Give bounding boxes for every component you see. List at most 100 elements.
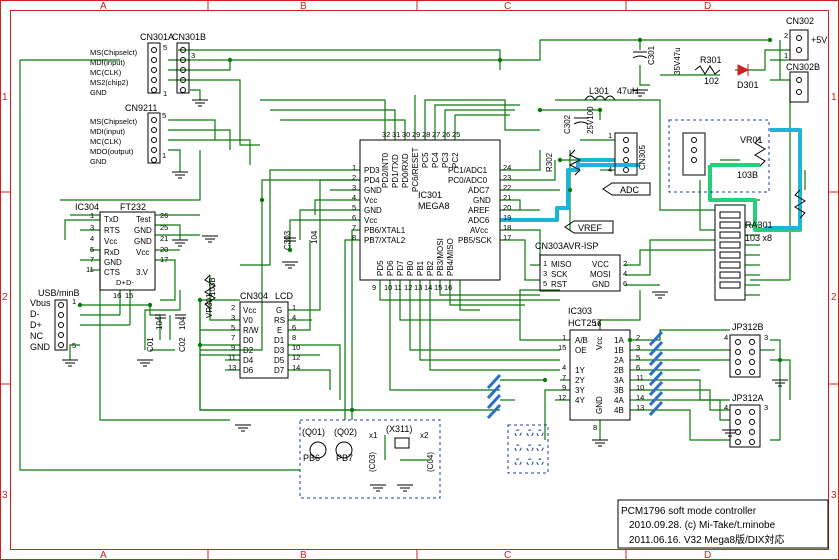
ic301-pin-pc0: PC0/ADC0: [448, 176, 488, 185]
trimmer-vr301: VR301 103B: [204, 274, 217, 318]
usb-pin-dplus: D+: [30, 320, 42, 330]
ic301-bottom-pins: PD5 PD6 PD7 PB0 PB1 PB2 PB3/MOSI PB4/MIS…: [372, 238, 455, 292]
ic301-num-19: 19: [503, 213, 511, 222]
lcd-num-10: 10: [292, 343, 300, 352]
cn9211-signal-mdo: MDO(output): [90, 147, 134, 156]
ic304-num-7: 7: [90, 255, 94, 264]
ic301-pin-pd0: PD0/RXD: [401, 153, 410, 188]
ic304-pin-cts: CTS: [104, 268, 120, 277]
ic301-left-pins: PD3 PD4 GND Vcc GND Vcc PB6/XTAL1 PB7/XT…: [352, 163, 406, 245]
ic304-pin-txd: TxD: [104, 215, 119, 224]
usb-pin-vbus: Vbus: [30, 298, 51, 308]
title-line-1: PCM1796 soft mode controller: [621, 506, 757, 517]
capacitor-c01: C01 104: [146, 314, 166, 352]
lcd-pin-d5: D5: [274, 356, 285, 365]
ic301-num-15: 15: [434, 283, 442, 292]
ic303-pin-1y: 1Y: [575, 366, 585, 375]
lcd-num-9: 9: [231, 343, 235, 352]
ground-symbols: [62, 89, 788, 492]
c03-ref: (C03): [368, 452, 377, 472]
ic301-num-22: 22: [503, 183, 511, 192]
l301-ref: L301: [589, 86, 609, 96]
ic304-pin-rxd: RxD: [104, 248, 120, 257]
cn302b-connector: CN302B: [786, 62, 820, 103]
isp-pin-gnd: GND: [592, 280, 610, 289]
ic301-pin-xtal1: PB6/XTAL1: [364, 226, 406, 235]
isp-pin-mosi: MOSI: [590, 270, 610, 279]
ic301-num-21: 21: [503, 193, 511, 202]
usb-pin-nc: NC: [30, 331, 43, 341]
resistor-r302: R302: [545, 149, 582, 176]
ic301-pin-pd7: PD7: [396, 260, 405, 276]
ic301-pin-pd6: PD6: [386, 260, 395, 276]
cn301b-ref: CN301B: [172, 32, 206, 42]
ic303-num-4: 4: [562, 363, 566, 372]
usb-pin5: 5: [72, 341, 76, 350]
lcd-num-8: 8: [292, 333, 296, 342]
row-label-2: 2: [2, 292, 8, 303]
vr01-value: 103B: [737, 170, 758, 180]
ic301-pin-adc6: ADC6: [468, 216, 490, 225]
lcd-pin-vcc: Vcc: [243, 306, 256, 315]
ic301-pin-pd2: PD2/INT0: [381, 152, 390, 188]
ic301-pin-gnd3: GND: [364, 186, 382, 195]
ic303-pin-1a: 1A: [614, 336, 624, 345]
usb-ref: USB/minB: [38, 288, 80, 298]
c303-ref: C303: [283, 230, 292, 250]
cn302-ref: CN302: [786, 16, 814, 26]
jp312a-pin3: 3: [764, 403, 768, 412]
pb6-label: PB6: [303, 453, 320, 463]
ic303-pin-3y: 3Y: [575, 386, 585, 395]
ic301-mega8: IC301 MEGA8 PD3 PD4 GND Vcc GND Vcc PB6/…: [352, 130, 511, 292]
ic301-pin-pb3: PB3/MOSI: [436, 238, 445, 276]
cn301-signal-ms2: MS2(chip2): [90, 78, 129, 87]
l301-value: 47uH: [617, 86, 639, 96]
ic304-num-26: 26: [160, 211, 168, 220]
crystal-option-block: (Q01) (Q02) (X311) x1 x2 PB6 PB7 (C03) (…: [299, 419, 441, 499]
ic301-num-5: 5: [352, 203, 356, 212]
lcd-pin-d7: D7: [274, 366, 285, 375]
ic301-num-29: 29: [412, 130, 420, 139]
isp-num-4: 4: [623, 269, 627, 278]
cn305-highlight-net: [576, 160, 640, 167]
lcd-num-6: 6: [292, 323, 296, 332]
ic301-pin-pb5: PB5/SCK: [458, 236, 492, 245]
column-label-b: B: [300, 1, 307, 12]
lcd-pin-d2: D2: [243, 346, 254, 355]
ra301-highlight-net: [765, 128, 802, 230]
c01-value: 104: [155, 316, 164, 330]
cn305-pin4: 4: [608, 165, 612, 174]
ic303-num-12: 12: [558, 393, 566, 402]
ic301-pin-pd5: PD5: [376, 260, 385, 276]
ic301-num-25: 25: [452, 130, 460, 139]
cn301b-pin3: 3: [191, 51, 195, 60]
title-block: PCM1796 soft mode controller 2010.09.28.…: [617, 499, 829, 549]
ic301-num-31: 31: [392, 130, 400, 139]
d301-ref: D301: [737, 80, 759, 90]
lcd-num-14: 14: [292, 363, 300, 372]
ic303-num-16: 16: [593, 319, 601, 328]
junction-dots: [77, 37, 783, 413]
dashed-pad-grid: [507, 424, 549, 474]
ic301-num-9: 9: [372, 283, 376, 292]
ic301-num-12: 12: [404, 283, 412, 292]
ic301-pin-pb1: PB1: [416, 260, 425, 276]
cn301-signal-list: MS(Chipselct) MDI(input) MC(CLK) MS2(chi…: [90, 48, 138, 97]
ic304-pin-3v: 3.V: [136, 268, 149, 277]
jp312a-ref: JP312A: [732, 393, 764, 403]
c01-ref: C01: [146, 337, 155, 352]
usb-pin-dminus: D-: [30, 309, 40, 319]
inductor-l301: L301 47uH: [584, 86, 639, 101]
led-d301: D301: [737, 64, 759, 90]
cn302-connector: CN302 +5V 2 1: [784, 16, 827, 61]
vr301-ref: VR301: [205, 293, 214, 318]
c303-value: 104: [310, 230, 319, 244]
ic304-part: FT232: [120, 202, 146, 212]
ic304-pin-gnd: GND: [104, 258, 122, 267]
ic303-part: HCT257: [568, 318, 602, 328]
lcd-ref: CN304: [240, 291, 268, 301]
c301-value: 35V47u: [673, 47, 682, 75]
ic304-num-3: 3: [90, 223, 94, 232]
cn302-label: +5V: [811, 35, 827, 45]
lcd-pin-d6: D6: [243, 366, 254, 375]
